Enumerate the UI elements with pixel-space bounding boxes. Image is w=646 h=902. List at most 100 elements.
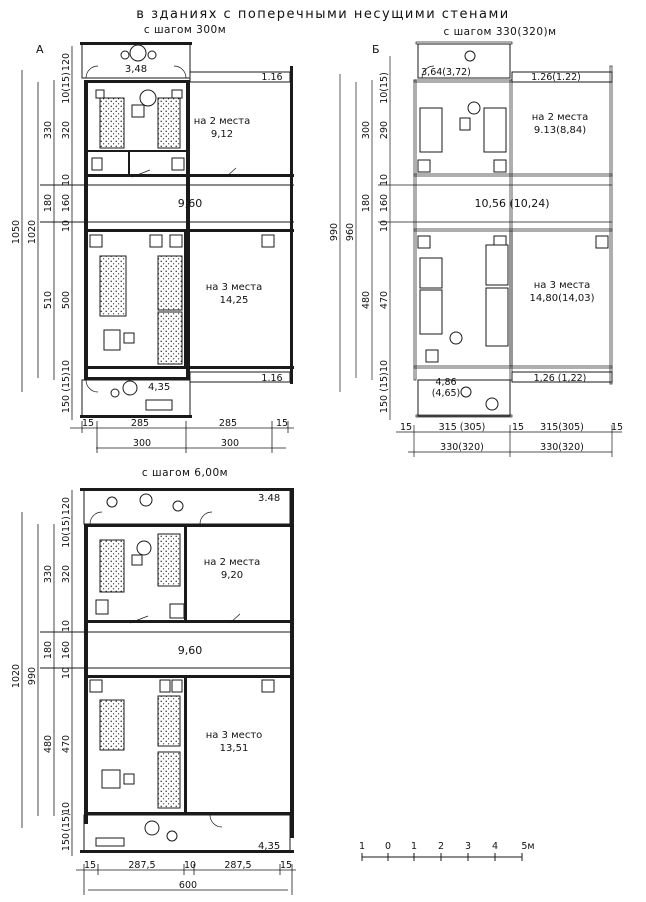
plan-a-dim-v-0: 120 [61, 53, 72, 71]
plan-b-subtitle: с шагом 330(320)м [443, 26, 556, 38]
plan-a-dim-v-1: 10(15) [61, 72, 72, 104]
plan-b-dim-v-3: 160 [379, 194, 390, 212]
plan-b-dim-h1-0: 15 [400, 422, 412, 433]
plan-c-corridor-area: 9,60 [178, 644, 203, 657]
plan-a-dim-mid-2: 510 [43, 291, 54, 309]
plan-b-dim-v-7: (15) [379, 372, 390, 392]
plan-c-dim-mid-0: 330 [43, 565, 54, 583]
plan-c-dim-h1-0: 15 [84, 860, 96, 871]
plan-b-dim-v-8: 150 [379, 395, 390, 413]
plan-b-balcony-top-area: 3,64(3,72) [421, 67, 471, 78]
plan-a-dim-h1-3: 15 [276, 418, 288, 429]
plan-a-room1-label: на 2 места [194, 116, 251, 127]
plan-a-dim-v-4: 160 [61, 194, 72, 212]
plan-a-dim-v-2: 320 [61, 121, 72, 139]
scale-tick-1: 0 [385, 841, 391, 852]
plan-b: Б с шагом 330(320)м 3,64(3,72) 1.26(1.22… [329, 26, 623, 457]
plan-c-room1-area: 9,20 [221, 570, 243, 581]
plan-b-dim-h2-0: 330(320) [440, 442, 484, 453]
plan-b-room1-area: 9.13(8,84) [534, 125, 586, 136]
plan-c-dim-v-7: 10 [61, 802, 72, 814]
plan-c-dim-v-6: 470 [61, 735, 72, 753]
plan-b-room2-area: 14,80(14,03) [529, 293, 594, 304]
plan-c-dim-total1: 990 [27, 667, 38, 685]
plan-c-room2-area: 13,51 [220, 743, 249, 754]
plan-c-dim-v-2: 320 [61, 565, 72, 583]
plan-a-room1-area: 9,12 [211, 129, 233, 140]
plan-c-dim-h1-4: 15 [280, 860, 292, 871]
plan-a-dim-h1-0: 15 [82, 418, 94, 429]
plan-b-dim-total2: 990 [329, 223, 340, 241]
plan-c-dim-v-0: 120 [61, 497, 72, 515]
plan-b-room2-label: на 3 места [534, 280, 591, 291]
plan-a-corner-top: 1.16 [261, 72, 282, 83]
plan-b-dim-v-2: 10 [379, 174, 390, 186]
plan-c-dim-mid-1: 180 [43, 641, 54, 659]
plan-a-letter: А [36, 43, 44, 56]
plan-a-corner-bottom: 1.16 [261, 373, 282, 384]
plan-a-dim-v-3: 10 [61, 174, 72, 186]
plan-a-vertical-dims: 120 10(15) 320 10 160 10 500 10 (15) 150… [11, 53, 72, 413]
plan-b-dim-v-5: 470 [379, 291, 390, 309]
plan-c: с шагом 6,00м 3.48 на 2 места 9,20 9,60 [11, 467, 296, 895]
plan-b-dim-mid-1: 180 [361, 194, 372, 212]
plan-c-room2-label: на 3 место [206, 730, 263, 741]
plan-c-dim-mid-2: 480 [43, 735, 54, 753]
plan-a-dim-total2: 1050 [11, 220, 22, 244]
plan-a-corridor-area: 9,60 [178, 197, 203, 210]
plan-c-dim-v-9: 150 [61, 833, 72, 851]
plan-a: А с шагом 300м 3,48 1.16 на 2 места 9,12 [11, 24, 294, 453]
plan-a-subtitle: с шагом 300м [144, 24, 226, 36]
plan-b-dim-v-1: 290 [379, 121, 390, 139]
plan-c-dim-v-5: 10 [61, 667, 72, 679]
plan-c-balcony-top-area: 3.48 [258, 493, 280, 504]
plan-a-dim-total1: 1020 [27, 220, 38, 244]
scale-tick-0: 1 [359, 841, 365, 852]
plan-c-dim-h1-2: 10 [184, 860, 196, 871]
plan-a-dim-v-5: 10 [61, 220, 72, 232]
plan-a-dim-h1-1: 285 [131, 418, 149, 429]
plan-b-dim-h1-2: 15 [512, 422, 524, 433]
plan-c-dim-v-8: (15) [61, 812, 72, 832]
plan-b-dim-v-0: 10(15) [379, 72, 390, 104]
plan-a-dim-mid-1: 180 [43, 194, 54, 212]
plan-c-subtitle: с шагом 6,00м [142, 467, 228, 479]
plan-c-dim-total2: 1020 [11, 664, 22, 688]
plan-c-dim-v-4: 160 [61, 641, 72, 659]
plan-c-room1-label: на 2 места [204, 557, 261, 568]
plan-a-dim-h1-2: 285 [219, 418, 237, 429]
plan-b-dim-h1-3: 315(305) [540, 422, 584, 433]
plan-b-dim-v-6: 10 [379, 360, 390, 372]
plan-c-dim-v-1: 10(15) [61, 516, 72, 548]
scale-tick-2: 1 [411, 841, 417, 852]
plan-b-dim-mid-0: 300 [361, 121, 372, 139]
scale-tick-3: 2 [438, 841, 444, 852]
plan-c-dim-h1-3: 287,5 [224, 860, 251, 871]
scale-tick-5: 4 [492, 841, 498, 852]
plan-a-dim-v-7: 10 [61, 360, 72, 372]
plan-a-dim-v-8: (15) [61, 372, 72, 392]
plan-a-balcony-bottom-area: 4,35 [148, 382, 170, 393]
scale-bar: 1 0 1 2 3 4 5м [359, 841, 535, 861]
plan-b-corridor-area: 10,56 (10,24) [474, 197, 549, 210]
page-title: в зданиях с поперечными несущими стенами [136, 7, 509, 22]
plan-b-balcony-bottom-area: 4,86 [435, 377, 456, 388]
plan-b-corner-bottom: 1,26 (1,22) [534, 373, 587, 384]
plan-a-dim-h2-1: 300 [221, 438, 239, 449]
plan-b-dim-h2-1: 330(320) [540, 442, 584, 453]
plan-c-dim-h2-0: 600 [179, 880, 197, 891]
plan-a-dim-h2-0: 300 [133, 438, 151, 449]
plan-b-dim-h1-4: 15 [611, 422, 623, 433]
plan-c-dim-v-3: 10 [61, 620, 72, 632]
plan-b-room1-label: на 2 места [532, 112, 589, 123]
scale-tick-4: 3 [465, 841, 471, 852]
plan-a-room2-label: на 3 места [206, 282, 263, 293]
plan-c-dim-h1-1: 287,5 [128, 860, 155, 871]
plan-b-dim-total1: 960 [345, 223, 356, 241]
plan-a-room2-area: 14,25 [220, 295, 249, 306]
plan-b-dim-v-4: 10 [379, 220, 390, 232]
plan-c-balcony-bottom-area: 4,35 [258, 841, 280, 852]
plan-b-letter: Б [372, 43, 380, 56]
scale-tick-6: 5м [521, 841, 534, 852]
